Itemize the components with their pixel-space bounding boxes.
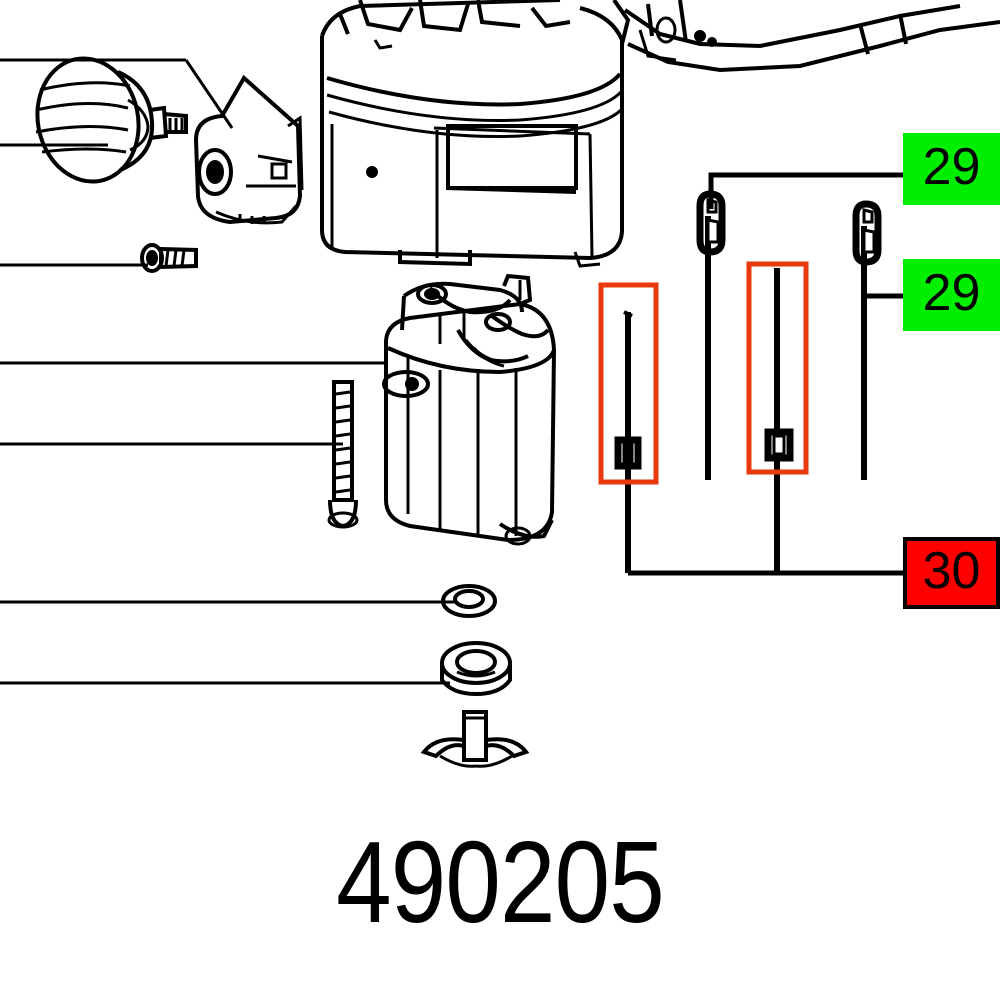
callout-29-top[interactable]: 29 [903, 133, 1000, 205]
flat-washer [441, 584, 497, 618]
callout-30-label: 30 [922, 542, 981, 600]
short-screw [140, 243, 198, 273]
carbon-brush-rod-4 [852, 200, 882, 480]
shaft-end-fitting [420, 710, 530, 768]
housing-top-internals [338, 0, 571, 50]
ball-bearing [440, 641, 512, 697]
leader-to-29-top [708, 172, 903, 209]
handle-grip [612, 0, 1000, 73]
long-threaded-screw [327, 380, 359, 529]
callout-29-bottom[interactable]: 29 [903, 259, 1000, 331]
carbon-brush-rod-2 [696, 190, 726, 480]
carbon-brush-rod-1 [614, 310, 642, 573]
leader-to-30 [628, 470, 903, 576]
mounting-bracket [193, 74, 304, 225]
callout-29-bottom-label: 29 [922, 264, 981, 322]
callout-30[interactable]: 30 [903, 537, 1000, 609]
callout-29-top-label: 29 [922, 138, 981, 196]
motor-housing-cylinder [320, 0, 624, 268]
stator-field-coil-assembly [382, 273, 556, 546]
drawing-number: 490205 [336, 817, 665, 947]
leader-lines-left [0, 58, 455, 685]
knurled-adjustment-knob [35, 56, 188, 184]
callout-leader-lines [628, 172, 903, 576]
